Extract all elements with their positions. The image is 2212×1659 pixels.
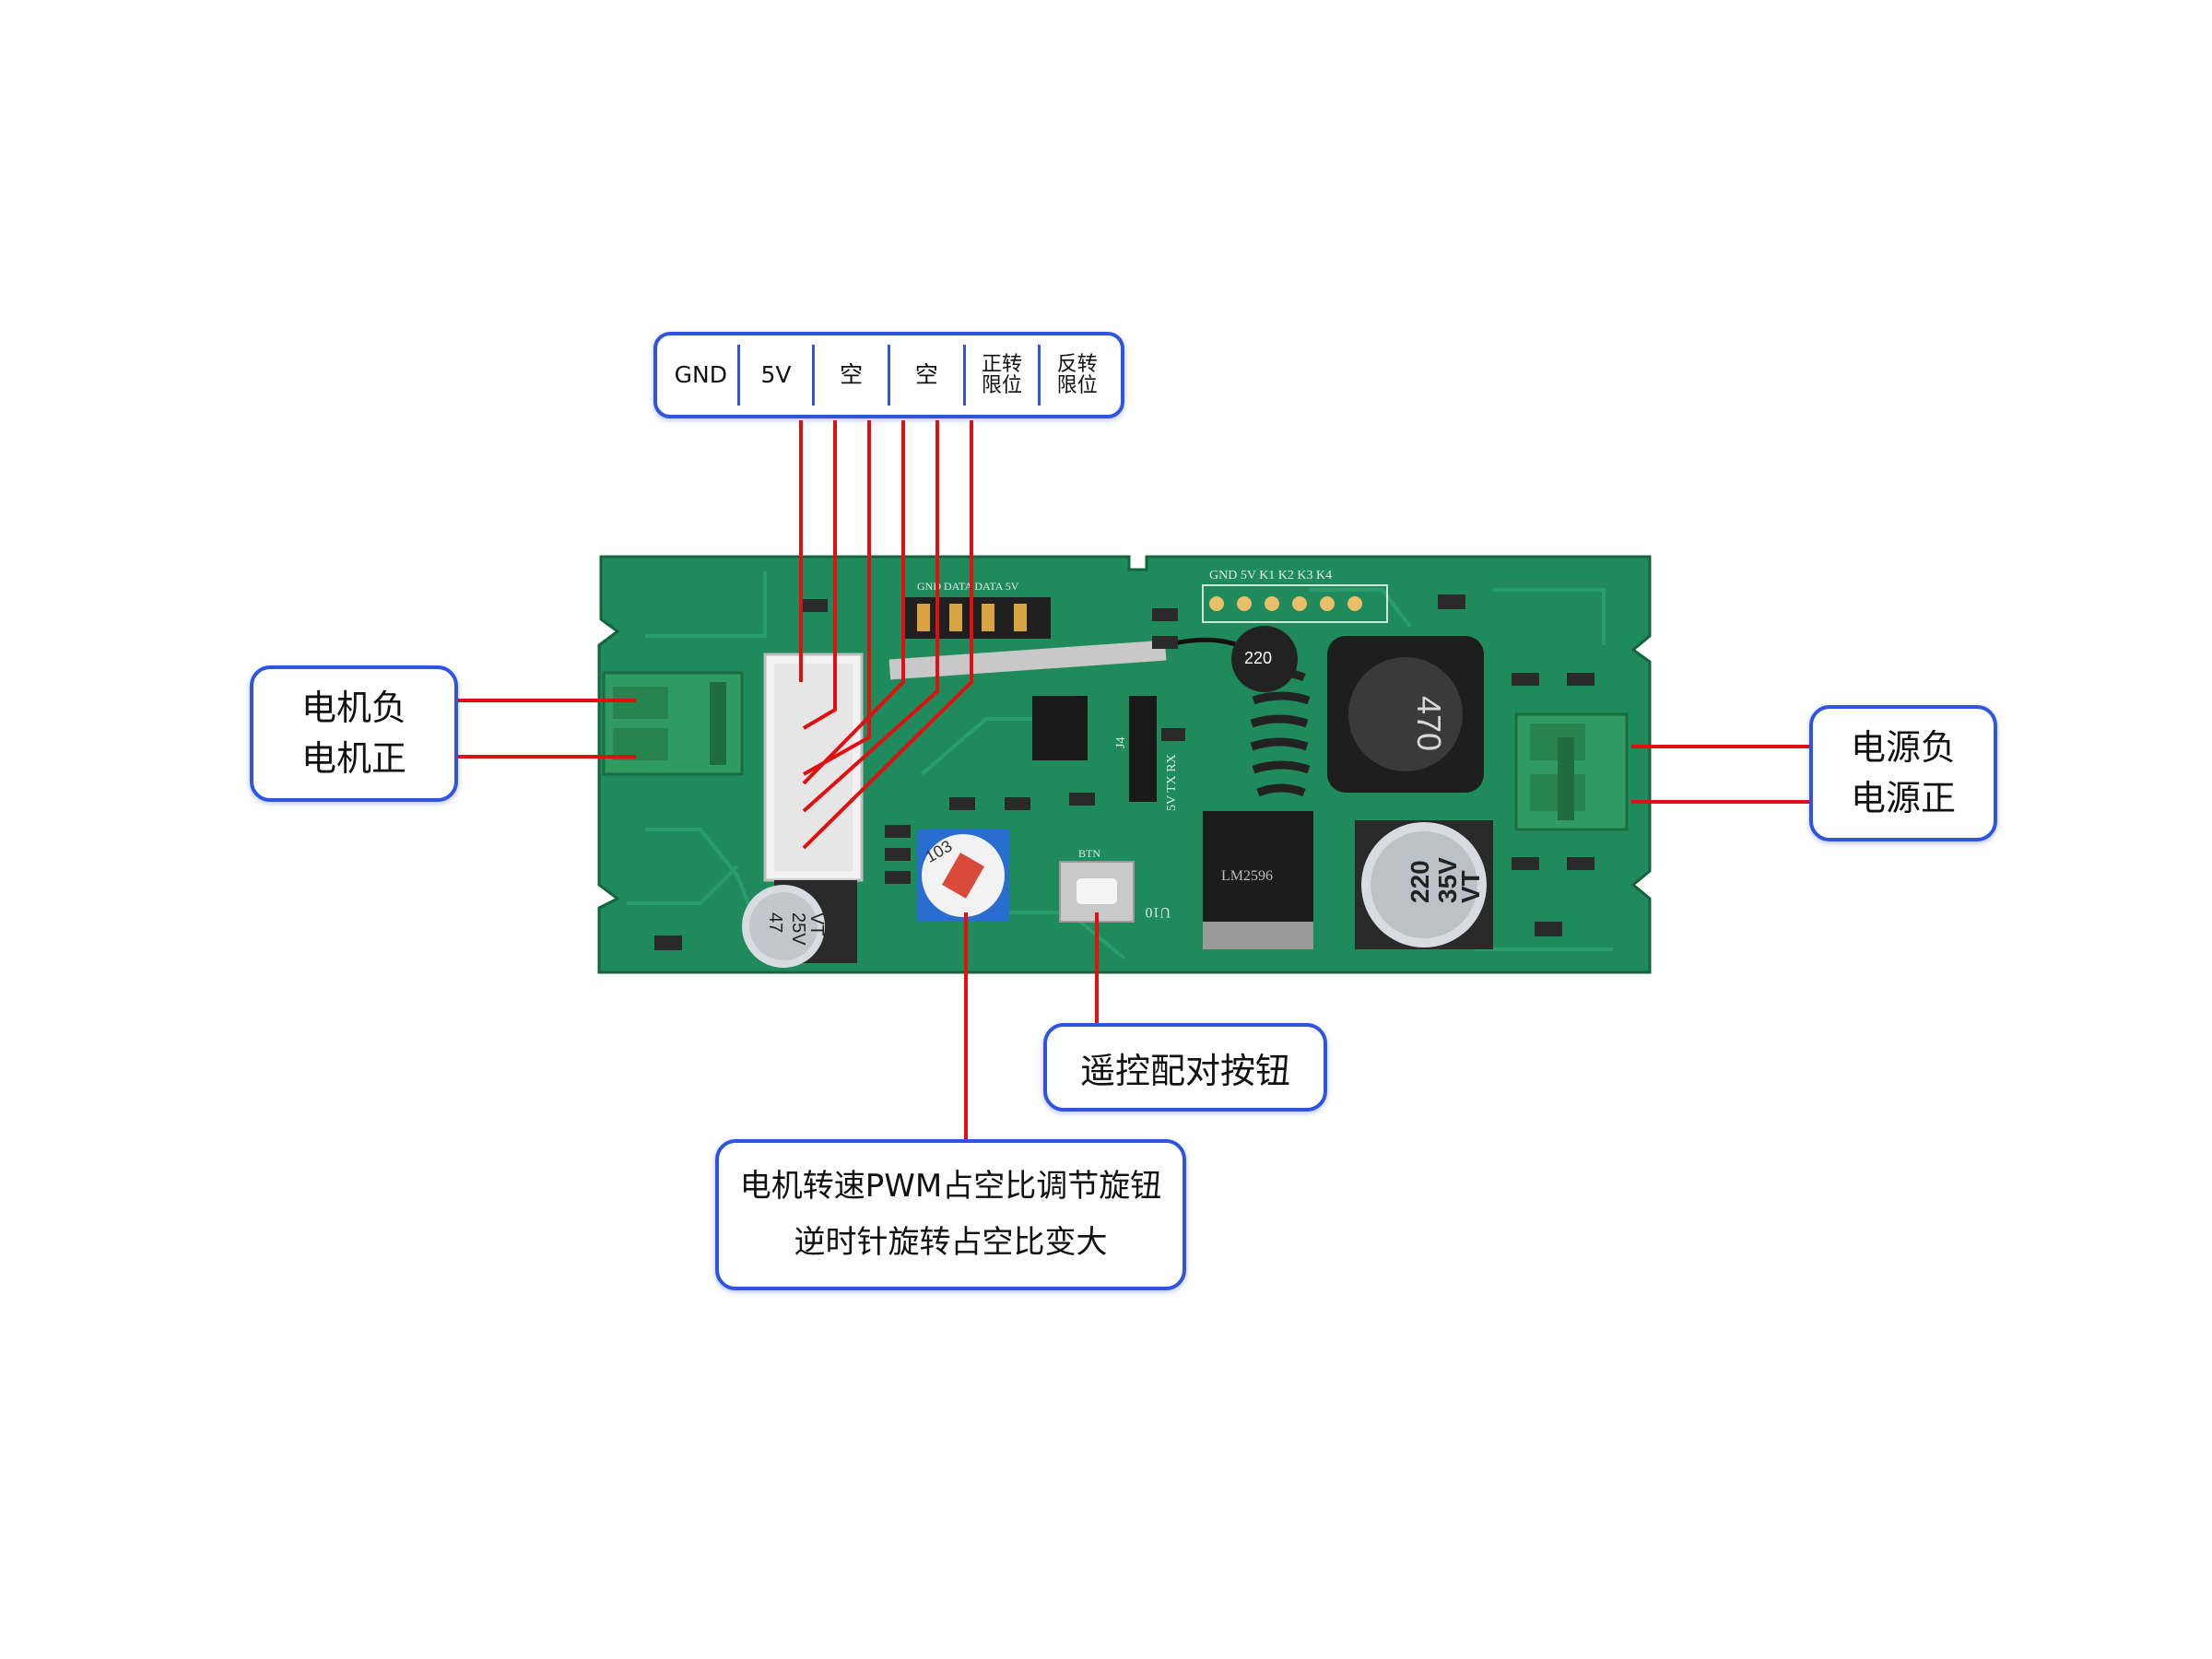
motor-negative-text: 电机负: [300, 687, 406, 728]
pin-empty-2-text: 空: [914, 360, 938, 388]
pin-5v-text: 5V: [760, 360, 792, 388]
pin-rev-limit-line-2: 限位: [1056, 374, 1098, 397]
top-k-header: [1202, 584, 1388, 623]
inductor-marking: 470: [1410, 696, 1448, 751]
coil-cap-marking: 220: [1244, 649, 1272, 667]
pin-gnd-text: GND: [674, 360, 727, 388]
silk-btn: BTN: [1078, 847, 1100, 860]
pin-gnd: GND: [665, 345, 740, 406]
motor-terminal-label: 电机负 电机正: [250, 665, 458, 802]
bt-header-pins: [888, 597, 1167, 680]
capacitor-small: [742, 880, 857, 968]
pin-rev-limit: 反转 限位: [1041, 345, 1113, 406]
silk-bt-header: GND DATA DATA 5V: [917, 580, 1019, 593]
cap-big-markings: 220 35V VT: [1406, 857, 1485, 903]
capacitor-big: [1355, 820, 1493, 949]
motor-terminal-block: [602, 671, 744, 776]
silk-ic: LM2596: [1221, 868, 1273, 884]
cap-small-line-2: 25V: [788, 912, 808, 946]
silk-top-header: GND 5V K1 K2 K3 K4: [1209, 569, 1332, 582]
silk-uart: 5V TX RX: [1165, 754, 1179, 811]
ic-chip: [1032, 696, 1088, 760]
power-terminal-label: 电源负 电源正: [1809, 705, 1997, 841]
cap-big-line-3: VT: [1456, 870, 1485, 903]
uart-pins: [1129, 696, 1157, 802]
silk-j4: J4: [1114, 737, 1128, 748]
leader-empty-2: [802, 420, 905, 785]
silk-u10: U10: [1145, 904, 1171, 920]
motor-positive-text: 电机正: [300, 738, 406, 779]
power-terminal-block: [1514, 712, 1629, 831]
leader-5v: [802, 420, 837, 730]
pin-empty-1-text: 空: [840, 360, 864, 388]
potentiometer: [917, 830, 1009, 922]
leader-rev-limit: [802, 420, 973, 850]
smd-parts: [654, 594, 1594, 950]
pin-fwd-limit-line-1: 正转: [982, 352, 1023, 376]
power-negative-text: 电源负: [1850, 726, 1956, 768]
power-positive-text: 电源正: [1850, 778, 1956, 818]
cap-small-line-3: VT: [806, 912, 827, 936]
pin-5v: 5V: [740, 345, 816, 406]
pin-empty-2: 空: [890, 345, 966, 406]
speed-knob-text-1: 电机转速PWM占空比调节旋钮: [739, 1167, 1162, 1205]
pin-fwd-limit: 正转 限位: [966, 345, 1041, 406]
cap-small-markings: 47 25V VT: [765, 912, 827, 946]
coil-capacitor: [1231, 626, 1298, 692]
cap-small-line-1: 47: [765, 912, 785, 933]
speed-knob-text-2: 逆时针旋转占空比变大: [794, 1224, 1108, 1261]
cap-big-line-1: 220: [1406, 860, 1434, 903]
pair-button-label: 遥控配对按钮: [1043, 1023, 1327, 1112]
cap-big-line-2: 35V: [1433, 857, 1462, 903]
pin-rev-limit-line-1: 反转: [1056, 352, 1098, 376]
leader-fwd-limit: [802, 420, 939, 813]
pin-fwd-limit-line-2: 限位: [982, 374, 1023, 397]
regulator-ic: [1203, 811, 1313, 949]
speed-knob-label: 电机转速PWM占空比调节旋钮 逆时针旋转占空比变大: [715, 1139, 1186, 1290]
leader-lines: [458, 420, 1809, 1139]
pin-empty-1: 空: [815, 345, 891, 406]
pin-header-label: GND 5V 空 空 正转 限位 反转 限位: [653, 332, 1124, 418]
inductor: [1327, 636, 1484, 793]
pair-button-text: 遥控配对按钮: [1079, 1050, 1290, 1091]
